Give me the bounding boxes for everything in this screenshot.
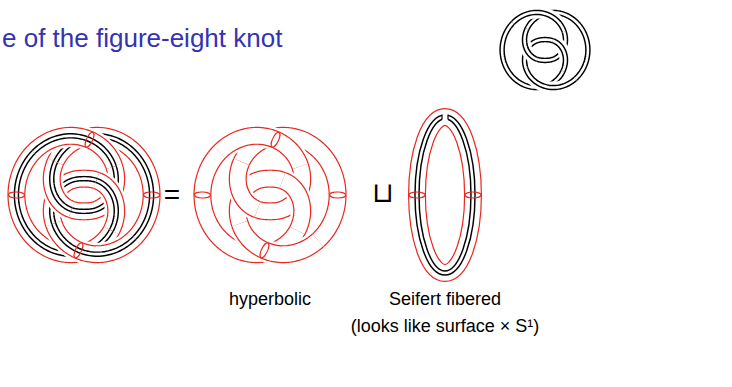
over-strand [52,162,72,210]
crossing-gap [238,162,258,210]
meridian-disk [72,242,84,259]
crossing-gap [282,180,302,230]
knot-strand [16,136,151,254]
knot-strand [16,136,151,254]
strand-end [442,115,448,120]
over-strand [525,29,538,59]
meridian-disk [83,131,95,148]
over-strand [282,180,302,230]
over-strand [282,180,302,230]
knot-with-tube [8,131,159,259]
over-strand [553,41,566,71]
equals-sign: = [164,178,180,212]
over-strand [96,180,116,230]
meridian-disk [330,192,346,198]
disjoint-union-sign: ⊔ [372,176,394,210]
knot-strand [202,136,337,254]
strand-gap [442,113,448,121]
knot-strand [16,136,151,254]
meridian-disk [409,192,425,198]
knot-strand [502,12,588,87]
over-strand [96,180,116,230]
figure-eight-knot [502,12,588,87]
crossing-gap [52,162,72,210]
meridian-disk [144,192,160,198]
over-strand [96,180,116,230]
meridian-disk [194,192,210,198]
knot-strand [502,12,588,87]
over-strand [52,162,72,210]
crossing-gap [553,41,566,71]
slide-title: e of the figure-eight knot [2,23,282,54]
over-strand [52,162,72,210]
hyperbolic-piece [194,131,345,259]
over-strand [96,180,116,230]
knot-strand [16,136,151,254]
seifert-piece [409,113,481,273]
piece-caption: hyperbolic [229,289,311,311]
crossing-gap [96,180,116,230]
meridian-disk [258,242,270,259]
meridian-disk [465,192,481,198]
knot-strand [202,136,337,254]
meridian-disk [8,192,24,198]
piece-caption: Seifert fibered [389,289,501,311]
over-strand [238,162,258,210]
over-strand [238,162,258,210]
piece-note: (looks like surface × S¹) [351,316,540,338]
over-strand [553,41,566,71]
over-strand [525,29,538,59]
over-strand [52,162,72,210]
crossing-gap [525,29,538,59]
meridian-disk [269,131,281,148]
